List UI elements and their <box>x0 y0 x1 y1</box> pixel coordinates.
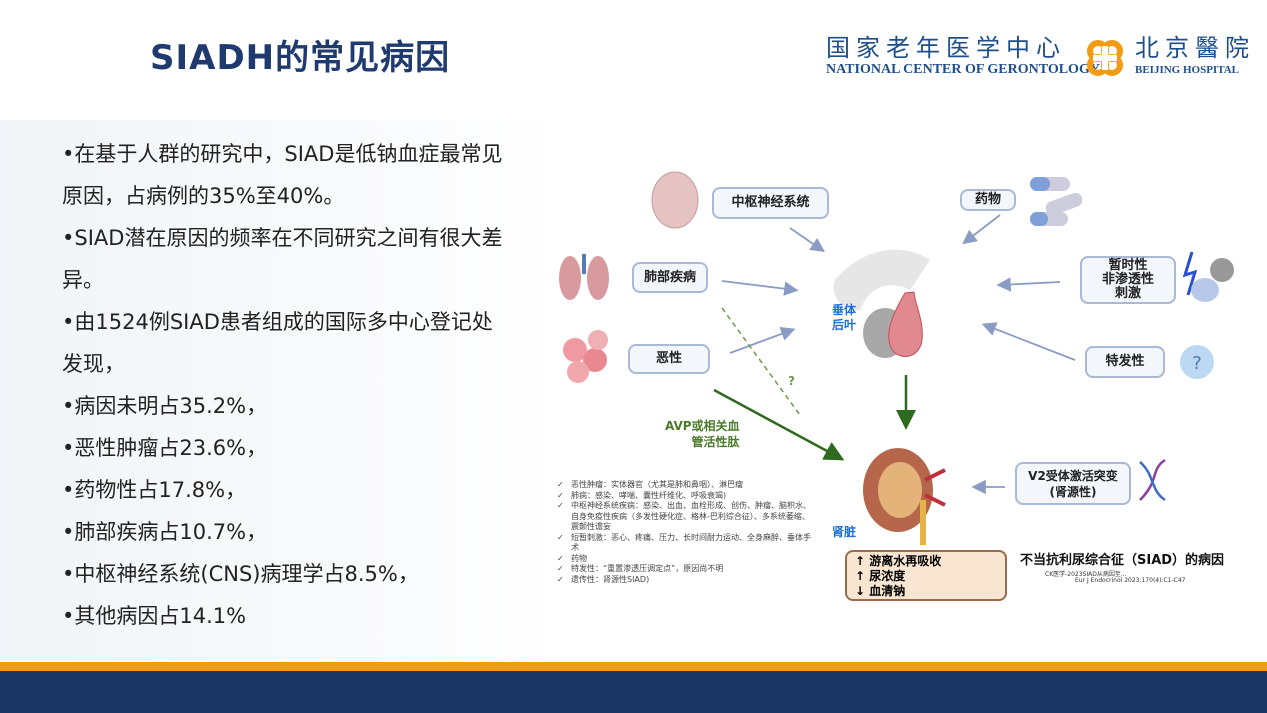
footer-accent-bar <box>0 662 1267 671</box>
dashed-question: ? <box>788 374 795 388</box>
kidney-icon <box>863 448 946 545</box>
pituitary-label-line: 垂体 <box>832 303 857 317</box>
stress-figure-icon <box>1182 251 1234 302</box>
checklist-text: 遗传性：肾源性SIAD) <box>571 574 650 584</box>
pituitary-label-line: 后叶 <box>832 318 857 332</box>
bullet: •肺部疾病占10.7%， <box>62 520 268 544</box>
transient-line: 非渗透性 <box>1101 272 1154 287</box>
idiopathic-box: 特发性 <box>1085 346 1165 378</box>
lungs-icon <box>559 254 609 300</box>
checklist-item: ✓遗传性：肾源性SIAD) <box>557 574 650 584</box>
pituitary-icon <box>833 249 930 358</box>
checklist-item: ✓恶性肿瘤：实体器官（尤其是肺和鼻咽）、淋巴瘤 <box>557 480 743 489</box>
bullet-list: •在基于人群的研究中，SIAD是低钠血症最常见原因，占病例的35%至40%。 •… <box>62 133 512 637</box>
slide-title: SIADH的常见病因 <box>150 38 451 78</box>
background-building-image <box>0 120 560 660</box>
bullet: •其他病因占14.1% <box>62 604 247 628</box>
brain-icon <box>651 171 699 229</box>
transient-line: 刺激 <box>1114 286 1141 301</box>
checklist-text: 恶性肿瘤：实体器官（尤其是肺和鼻咽）、淋巴瘤 <box>571 480 743 489</box>
v2-line: (肾源性) <box>1049 484 1097 499</box>
transient-stimulus-box: 暂时性非渗透性刺激 <box>1080 256 1176 304</box>
avp-arrow <box>713 388 845 461</box>
bullet: •药物性占17.8%， <box>62 478 247 502</box>
drug-box: 药物 <box>960 189 1016 211</box>
logo-hospital-cn: 北京醫院 <box>1135 34 1255 62</box>
bullet: •病因未明占35.2%， <box>62 394 268 418</box>
effect-item: ↑ 尿浓度 <box>855 569 906 583</box>
checklist-text: 肺病：感染、哮喘、囊性纤维化、呼吸衰竭) <box>571 490 727 500</box>
kidney-label: 肾脏 <box>832 525 857 539</box>
cns-box: 中枢神经系统 <box>712 187 829 219</box>
question-circle-icon: ? <box>1180 345 1214 379</box>
lung-disease-box: 肺部疾病 <box>632 262 708 293</box>
diagram-caption: 不当抗利尿综合征（SIAD）的病因 <box>1020 553 1225 568</box>
cause-checklist: ✓恶性肿瘤：实体器官（尤其是肺和鼻咽）、淋巴瘤 ✓肺病：感染、哮喘、囊性纤维化、… <box>557 480 817 585</box>
pituitary-label: 垂体后叶 <box>832 303 856 333</box>
avp-label: AVP或相关血管活性肽 <box>665 418 740 450</box>
svg-text:?: ? <box>1192 353 1202 374</box>
bullet: •中枢神经系统(CNS)病理学占8.5%， <box>62 562 419 586</box>
reference-line: CK医学-2023SIAD从病因至... <box>1045 571 1127 578</box>
tumor-cells-icon <box>563 330 608 383</box>
checklist-item: ✓中枢神经系统疾病：感染、出血、血栓形成、创伤、肿瘤、脑积水、自身免疫性疾病（多… <box>557 501 811 531</box>
v2-line: V2受体激活突变 <box>1028 468 1118 483</box>
checklist-text: 药物 <box>571 553 587 563</box>
checklist-text: 特发性：“重置渗透压调定点”，原因尚不明 <box>571 564 724 573</box>
beijing-hospital-logo: 北京醫院 BEIJING HOSPITAL <box>1135 34 1255 78</box>
bullet: •在基于人群的研究中，SIAD是低钠血症最常见原因，占病例的35%至40%。 <box>62 142 503 208</box>
bullet: •由1524例SIAD患者组成的国际多中心登记处发现， <box>62 310 493 376</box>
checklist-text: 短暂刺激：恶心、疼痛、压力、长时间耐力运动、全身麻醉、垂体手术 <box>571 532 811 553</box>
malignant-box: 恶性 <box>628 344 710 374</box>
avp-label-line: AVP或相关血 <box>665 419 740 433</box>
effect-item: ↑ 游离水再吸收 <box>855 554 942 568</box>
checklist-item: ✓短暂刺激：恶心、疼痛、压力、长时间耐力运动、全身麻醉、垂体手术 <box>557 532 811 553</box>
effect-item: ↓ 血清钠 <box>855 584 906 598</box>
effects-box: ↑ 游离水再吸收 ↑ 尿浓度 ↓ 血清钠 <box>845 550 1007 601</box>
pills-icon <box>1030 177 1083 226</box>
checklist-text: 中枢神经系统疾病：感染、出血、血栓形成、创伤、肿瘤、脑积水、自身免疫性疾病（多发… <box>571 501 811 531</box>
logo-center-cn: 国家老年医学中心 <box>826 34 1066 62</box>
gerontology-center-logo: 国家老年医学中心 NATIONAL CENTER OF GERONTOLOGY <box>826 34 1100 78</box>
cause-arrows <box>721 214 1076 495</box>
checklist-item: ✓肺病：感染、哮喘、囊性纤维化、呼吸衰竭) <box>557 490 727 500</box>
transient-line: 暂时性 <box>1108 258 1148 273</box>
dna-icon <box>1139 458 1166 502</box>
footer-bar <box>0 671 1267 713</box>
avp-label-line: 管活性肽 <box>691 435 740 449</box>
checklist-item: ✓特发性：“重置渗透压调定点”，原因尚不明 <box>557 564 724 573</box>
v2-mutation-box: V2受体激活突变(肾源性) <box>1015 462 1131 505</box>
bullet: •恶性肿瘤占23.6%， <box>62 436 268 460</box>
logo-hospital-en: BEIJING HOSPITAL <box>1135 64 1240 76</box>
reference-line: Eur J Endocrinol 2023:170(4):C1-C47 <box>1075 577 1186 584</box>
dashed-arrow <box>721 307 801 416</box>
bullet: •SIAD潜在原因的频率在不同研究之间有很大差异。 <box>62 226 503 292</box>
checklist-item: ✓药物 <box>557 553 587 563</box>
logo-center-en: NATIONAL CENTER OF GERONTOLOGY <box>826 62 1100 77</box>
beijing-hospital-cross-icon <box>1087 40 1123 76</box>
